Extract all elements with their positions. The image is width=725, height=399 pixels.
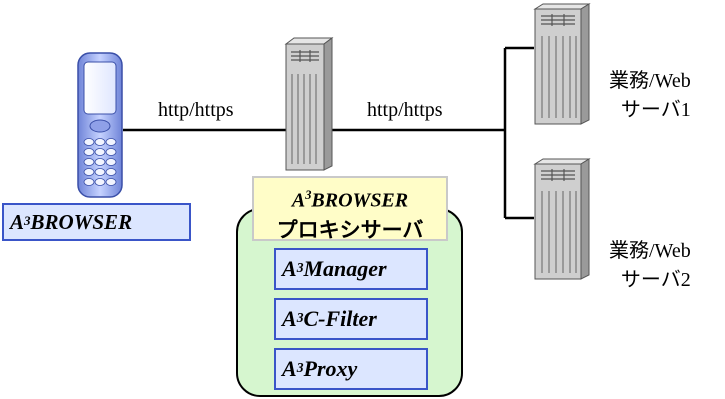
client-proxy-protocol-label: http/https xyxy=(158,99,234,121)
web-server-2-label: 業務/Web サーバ2 xyxy=(609,238,691,291)
proxy-servers-protocol-label: http/https xyxy=(367,99,443,121)
proxy-subtitle: プロキシサーバ xyxy=(276,217,424,242)
proxy-server-icon xyxy=(284,37,334,171)
proxy-title-box: A3BROWSER プロキシサーバ xyxy=(252,176,448,242)
web-server-1-icon xyxy=(533,3,591,125)
proxy-title: A3BROWSER xyxy=(291,188,409,212)
mobile-phone-icon xyxy=(77,52,123,198)
web-server-2-icon xyxy=(533,158,591,280)
web-server-1-label: 業務/Web サーバ1 xyxy=(609,68,691,121)
